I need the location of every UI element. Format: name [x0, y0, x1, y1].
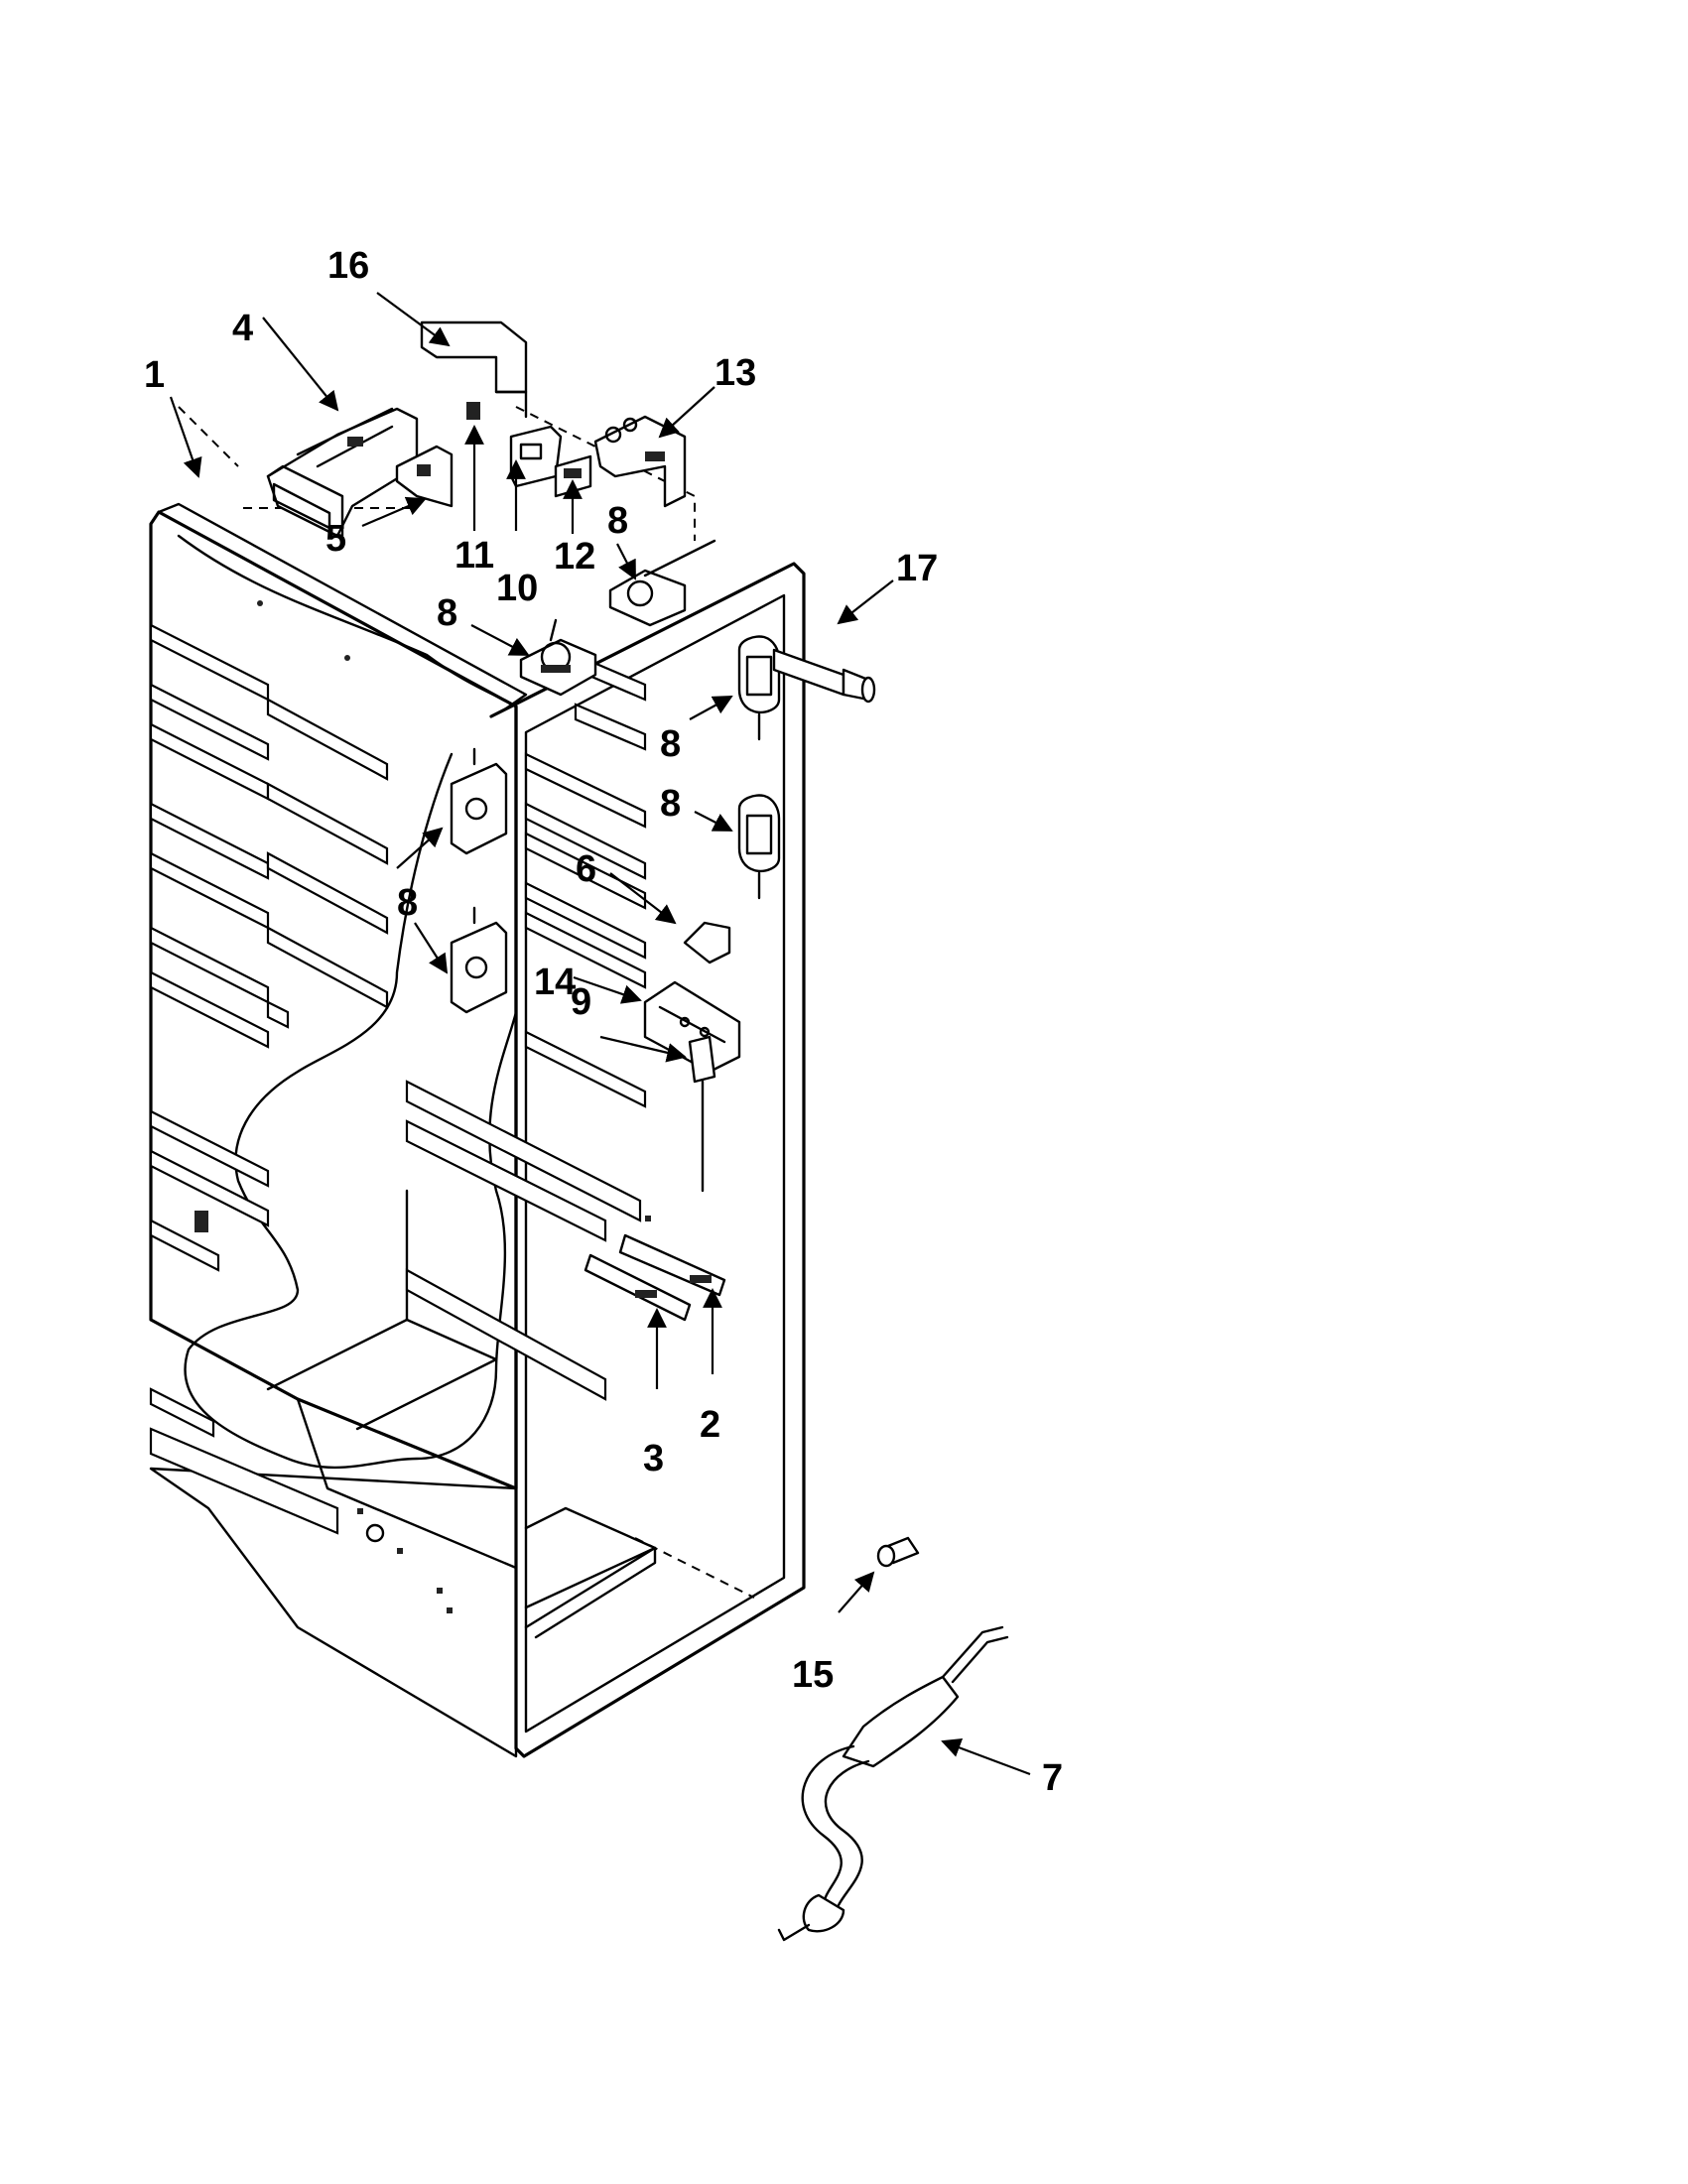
callout-1: 1	[144, 354, 165, 396]
part-17-tube	[772, 648, 876, 704]
part-6-clip	[683, 921, 731, 964]
callout-17: 17	[896, 548, 938, 589]
part-15-fitting	[876, 1536, 920, 1568]
callout-13: 13	[714, 352, 756, 394]
part-8-light-left-upper	[450, 747, 508, 855]
part-8-light-left-lower	[450, 906, 508, 1014]
part-8-light-top-center	[519, 618, 597, 697]
callout-4: 4	[232, 308, 253, 349]
part-5-cover	[395, 445, 454, 508]
callout-8-right-upper: 8	[660, 723, 681, 765]
callout-14: 14	[534, 962, 576, 1003]
callout-3: 3	[643, 1438, 664, 1479]
callout-8-right-lower: 8	[660, 783, 681, 825]
part-8-light-top-right	[608, 539, 716, 627]
leader-lines	[169, 292, 1031, 1776]
part-3-trim	[584, 1253, 692, 1322]
callout-8-top-right: 8	[607, 500, 628, 542]
right-shelf-rails	[405, 653, 647, 1401]
part-9-sensor	[688, 1035, 716, 1193]
part-8-light-right-upper	[737, 635, 781, 741]
callout-16: 16	[327, 245, 369, 287]
cabinet-liner	[149, 406, 806, 1758]
callout-6: 6	[576, 848, 596, 890]
callout-5: 5	[325, 518, 346, 560]
callout-8-top-left: 8	[437, 592, 457, 634]
part-7-water-tube	[777, 1625, 1009, 1942]
callout-11: 11	[454, 535, 494, 577]
callout-15: 15	[792, 1654, 834, 1696]
callout-9: 9	[571, 981, 591, 1023]
part-4-duct-housing	[266, 407, 419, 538]
callout-10: 10	[496, 568, 538, 609]
callout-7: 7	[1042, 1757, 1063, 1799]
callout-12: 12	[554, 536, 595, 578]
left-shelf-rails	[149, 623, 389, 1535]
part-13-control-housing	[593, 415, 687, 508]
part-10-module	[509, 425, 563, 488]
callout-2: 2	[700, 1404, 720, 1446]
callout-8-left: 8	[397, 882, 418, 924]
part-8-light-right-lower	[737, 794, 781, 900]
callout-labels: 1 2 3 4 5 6 7 8 8 8 8 8 9 10 11 12 13 14…	[144, 245, 1063, 1799]
